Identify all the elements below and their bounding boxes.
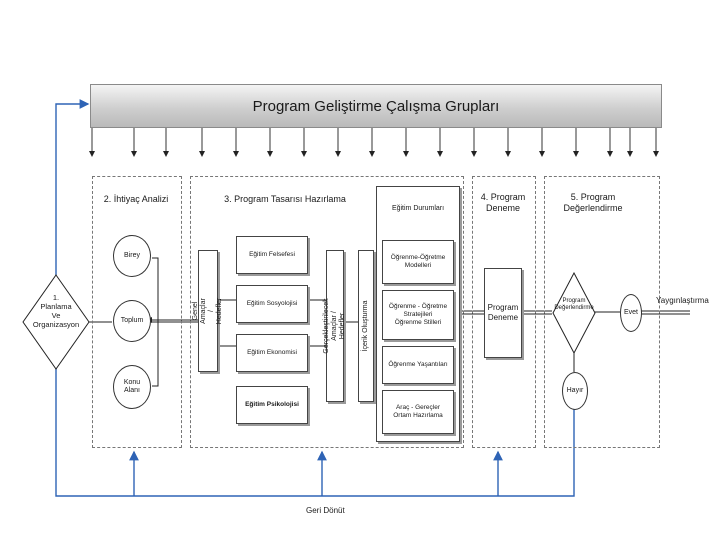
planning-label: 1. Planlama Ve Organizasyon — [32, 293, 80, 329]
banner-title: Program Geliştirme Çalışma Grupları — [252, 97, 500, 115]
needs-item-subject-area: Konu Alanı — [113, 365, 151, 409]
foundation-philosophy: Eğitim Felsefesi — [236, 236, 308, 274]
working-groups-banner: Program Geliştirme Çalışma Grupları — [90, 84, 662, 128]
foundation-psychology: Eğitim Psikolojisi — [236, 386, 308, 424]
situation-learning-experiences: Öğrenme Yaşantıları — [382, 346, 454, 384]
needs-analysis-title: 2. İhtiyaç Analizi — [103, 194, 169, 204]
content-creation-box: İçerik Oluşturma — [358, 250, 374, 402]
program-design-title: 3. Program Tasarısı Hazırlama — [224, 194, 346, 204]
achievable-goals-box: Gerçekleştirilecek Amaçlar / Hedefler — [323, 250, 346, 402]
program-trial-title: 4. Program Deneme — [480, 192, 526, 213]
foundation-sociology: Eğitim Sosyolojisi — [236, 285, 308, 323]
general-goals-label: Genel Amaçlar / Hedefler — [192, 297, 223, 325]
evaluation-no: Hayır — [562, 372, 588, 410]
content-creation-label: İçerik Oluşturma — [362, 300, 369, 352]
evaluation-yes: Evet — [620, 294, 642, 332]
situation-tools-environment: Araç - Gereçler Ortam Hazırlama — [382, 390, 454, 434]
program-design-panel — [190, 176, 464, 448]
program-evaluation-panel — [544, 176, 660, 448]
evaluation-decision-diamond — [552, 272, 596, 354]
foundation-economics: Eğitim Ekonomisi — [236, 334, 308, 372]
feedback-label: Geri Dönüt — [306, 506, 345, 515]
situation-teaching-strategies: Öğrenme - Öğretme Stratejileri Öğrenme S… — [382, 290, 454, 340]
program-trial-box: Program Deneme — [484, 268, 522, 358]
evaluation-decision-label: Program Değerlendirme — [554, 298, 594, 311]
program-trial-panel — [472, 176, 536, 448]
educational-situations-title: Eğitim Durumları — [391, 205, 445, 212]
needs-item-individual: Birey — [113, 235, 151, 277]
needs-item-society: Toplum — [113, 300, 151, 342]
general-goals-box: Genel Amaçlar / Hedefler — [192, 250, 223, 372]
needs-analysis-panel — [92, 176, 182, 448]
situation-teaching-models: Öğrenme-Öğretme Modelleri — [382, 240, 454, 284]
achievable-goals-label: Gerçekleştirilecek Amaçlar / Hedefler — [323, 298, 346, 354]
program-evaluation-title: 5. Program Değerlendirme — [563, 192, 623, 213]
planning-diamond — [22, 274, 90, 370]
dissemination-label: Yaygınlaştırma — [656, 296, 709, 305]
